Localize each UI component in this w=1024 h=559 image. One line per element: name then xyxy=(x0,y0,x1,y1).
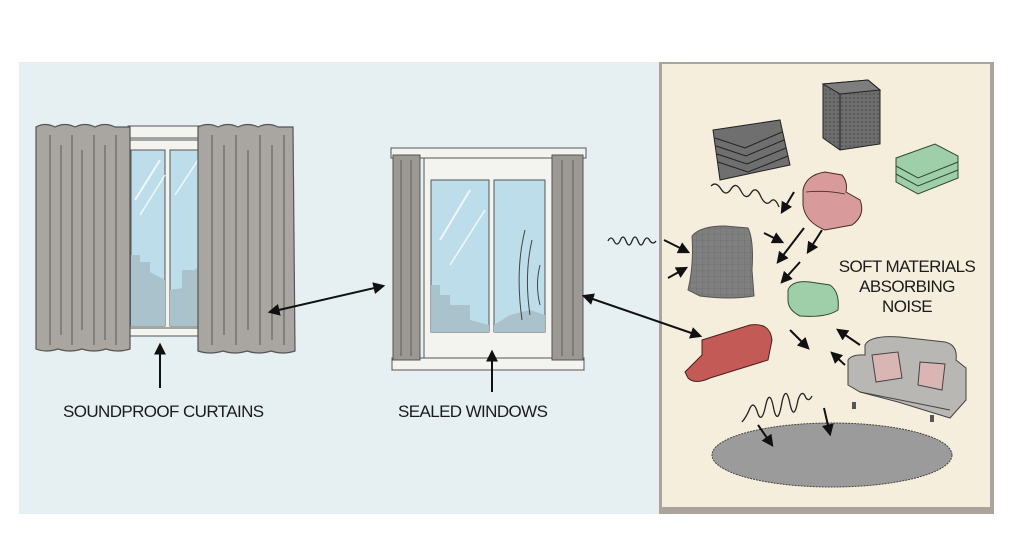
arrow-icon xyxy=(154,282,703,392)
fabric-block-icon xyxy=(687,225,755,299)
sofa-icon xyxy=(847,336,967,422)
soft-materials-line-2: ABSORBING xyxy=(859,277,955,296)
sound-wave-icon xyxy=(710,183,780,208)
soft-materials-line-1: SOFT MATERIALS xyxy=(838,257,976,276)
sound-wave-icon xyxy=(741,392,813,423)
pink-cushion-icon xyxy=(802,171,863,231)
acoustic-foam-panel-icon xyxy=(712,119,791,181)
arrow-icon xyxy=(663,191,861,447)
red-seat-cushion-icon xyxy=(684,324,773,382)
soundproof-curtains-label: SOUNDPROOF CURTAINS xyxy=(63,402,264,421)
left-curtain xyxy=(35,123,131,352)
sound-wave-icon xyxy=(607,236,657,246)
green-pillow-icon xyxy=(787,281,839,317)
sealed-window xyxy=(390,147,587,371)
soft-materials-line-3: NOISE xyxy=(882,297,933,316)
acoustic-cube-icon xyxy=(821,79,882,151)
rug-icon xyxy=(711,422,953,488)
soft-materials-label: SOFT MATERIALS ABSORBING NOISE xyxy=(832,257,982,317)
green-cushion-stack-icon xyxy=(895,143,959,195)
sealed-windows-label: SEALED WINDOWS xyxy=(398,402,548,421)
curtained-window xyxy=(125,125,203,337)
right-curtain xyxy=(197,123,296,354)
